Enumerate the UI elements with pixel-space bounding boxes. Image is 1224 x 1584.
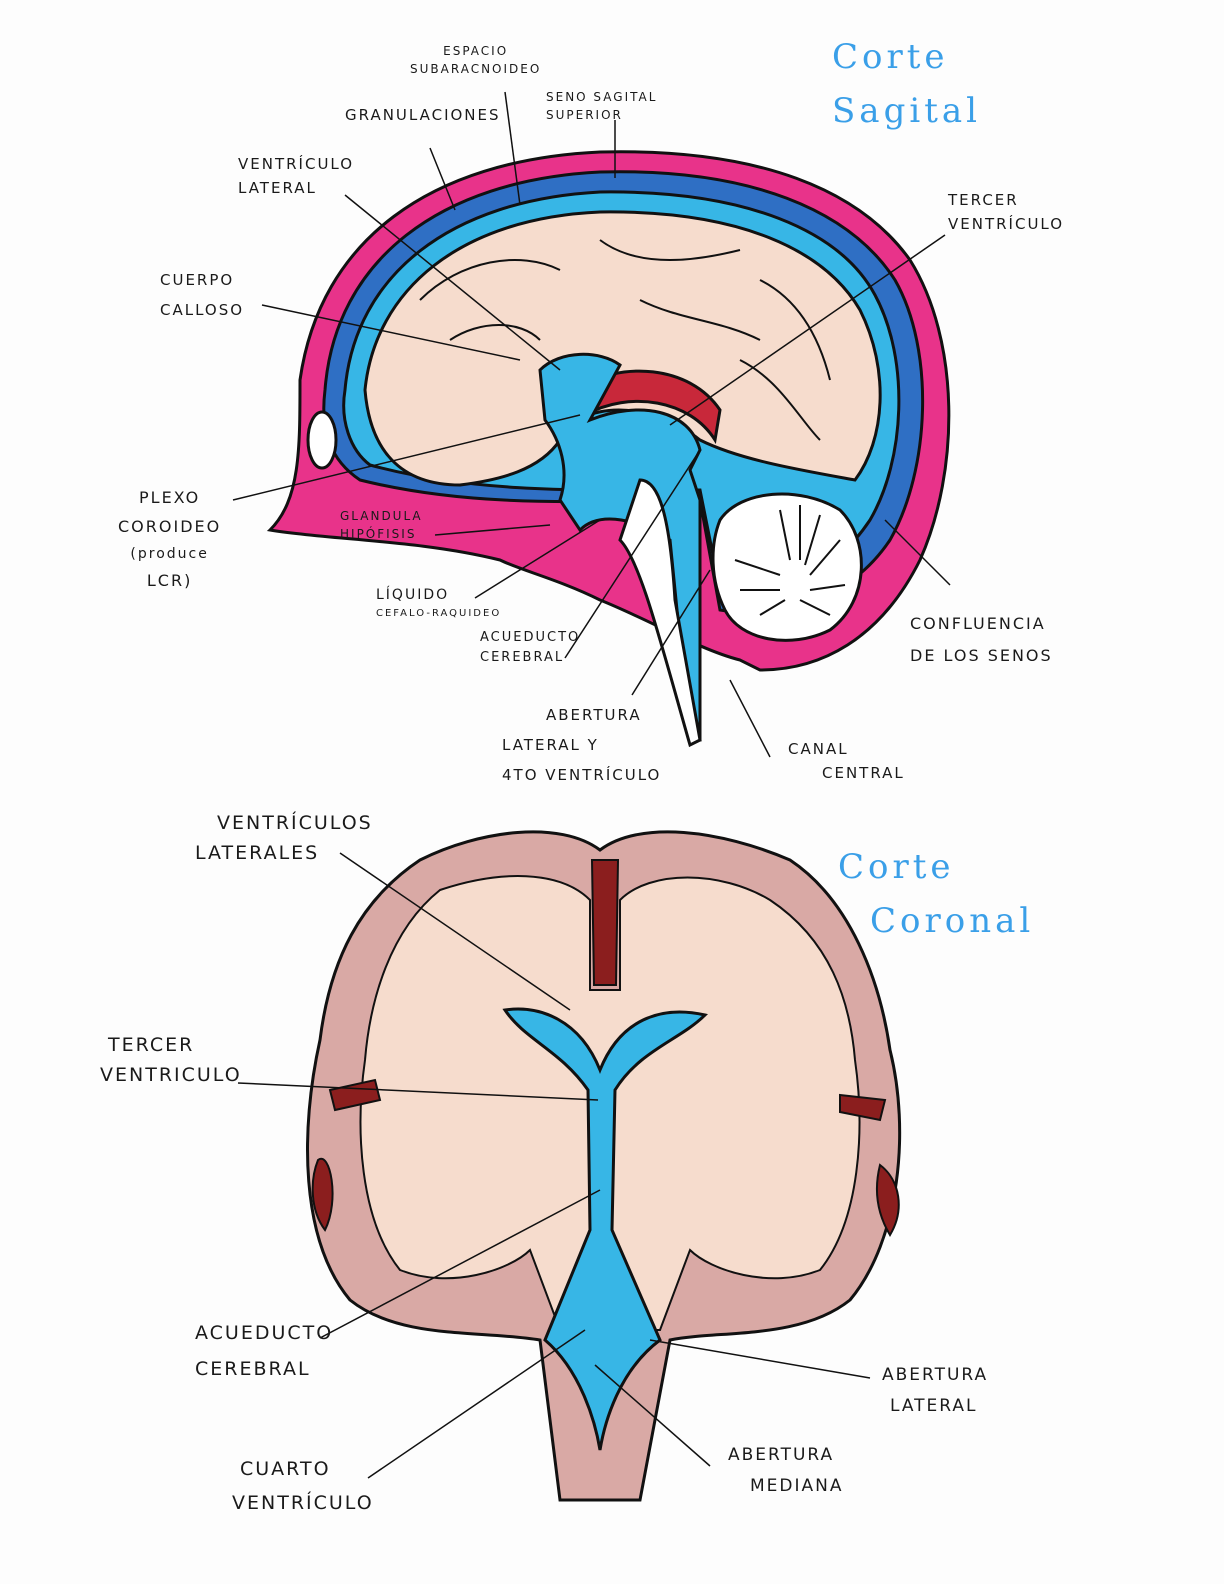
label-text: Cuarto xyxy=(240,1458,331,1480)
label-text: Tercer xyxy=(108,1034,195,1056)
label-text: Abertura xyxy=(882,1365,989,1385)
label-text: (produce xyxy=(130,545,209,562)
label-text: central xyxy=(822,764,905,782)
sagittal-section xyxy=(266,150,951,748)
label-text: lateral xyxy=(890,1395,978,1416)
label-text: ventriculo xyxy=(100,1064,242,1087)
cerebellum xyxy=(711,492,863,642)
label-text: superior xyxy=(546,108,623,122)
label-canal-central: Canal central xyxy=(788,737,905,785)
label-plexo-coroideo: Plexo coroideo (produce LCR) xyxy=(118,484,221,596)
gyri-lines xyxy=(419,239,831,441)
label-text: Subaracnoideo xyxy=(410,62,542,76)
label-liquido-cefalorraquideo: Líquido cefalo-raquideo xyxy=(376,585,501,621)
label-text: Abertura xyxy=(546,706,642,724)
label-tercer-ventriculo: Tercer ventrículo xyxy=(948,188,1064,236)
label-seno-sagital: Seno sagital superior xyxy=(546,88,657,124)
label-text: cerebral xyxy=(195,1358,311,1381)
coronal-title: Corte Coronal xyxy=(838,840,1034,949)
label-text: LCR) xyxy=(146,570,193,590)
label-cuarto-ventriculo: Cuarto ventrículo xyxy=(232,1452,374,1520)
label-text: Confluencia xyxy=(910,614,1046,633)
ventricles xyxy=(502,1007,708,1451)
label-text: Cuerpo xyxy=(160,271,235,289)
label-text: mediana xyxy=(750,1475,844,1496)
label-text: Ventrículo xyxy=(238,155,355,173)
label-text: cerebral xyxy=(480,649,565,665)
corpus-callosum xyxy=(573,369,722,445)
longitudinal-fissure xyxy=(590,859,620,986)
label-text: Abertura xyxy=(728,1445,835,1465)
label-text: Acueducto xyxy=(480,630,581,645)
label-text: calloso xyxy=(160,301,245,319)
label-text: 4to ventrículo xyxy=(502,766,662,784)
brainstem xyxy=(618,478,702,748)
label-text: ventrículo xyxy=(232,1492,374,1515)
label-espacio-subaracnoideo: Espacio Subaracnoideo xyxy=(410,42,541,78)
label-tercer-ventriculo-coronal: Tercer ventriculo xyxy=(100,1030,242,1091)
label-text: Acueducto xyxy=(195,1322,334,1344)
lateral-sulcus-left xyxy=(311,1078,382,1232)
label-text: Espacio xyxy=(443,44,509,58)
label-text: de los senos xyxy=(910,646,1053,665)
coronal-title-line2: Coronal xyxy=(870,901,1035,942)
label-text: coroideo xyxy=(118,516,222,536)
label-text: Canal xyxy=(788,740,849,758)
coronal-section xyxy=(306,830,902,1502)
label-text: Granulaciones xyxy=(345,106,501,124)
label-abertura-mediana: Abertura mediana xyxy=(728,1440,844,1501)
label-text: Líquido xyxy=(376,587,450,603)
label-acueducto-cerebral: Acueducto cerebral xyxy=(480,628,580,667)
occipital-gap xyxy=(306,410,338,470)
label-glandula-hipofisis: Glandula Hipófisis xyxy=(340,507,423,543)
label-ventriculos-laterales: Ventrículos laterales xyxy=(195,808,373,869)
label-abertura-lateral: Abertura lateral xyxy=(882,1360,988,1421)
label-text: lateral y xyxy=(502,736,599,754)
label-text: Plexo xyxy=(139,488,201,507)
pointer-lines xyxy=(232,91,951,1479)
label-confluencia-senos: Confluencia de los senos xyxy=(910,608,1053,672)
label-text: Glandula xyxy=(340,509,423,523)
label-text: lateral xyxy=(238,179,317,197)
sagittal-title-line1: Corte xyxy=(832,37,949,77)
cerebellum-folia xyxy=(734,505,846,616)
label-text: Tercer xyxy=(948,191,1019,209)
coronal-title-line1: Corte xyxy=(838,847,955,887)
label-text: Ventrículos xyxy=(217,812,373,834)
label-ventriculo-lateral: Ventrículo lateral xyxy=(238,152,354,200)
label-text: cefalo-raquideo xyxy=(376,608,502,619)
sagittal-title-line2: Sagital xyxy=(832,91,982,132)
label-granulaciones: Granulaciones xyxy=(345,103,501,127)
label-text: laterales xyxy=(195,842,320,865)
label-text: Hipófisis xyxy=(340,527,417,541)
cerebrum xyxy=(363,210,882,487)
ventricle xyxy=(538,352,702,742)
label-text: Seno sagital xyxy=(546,90,658,104)
label-text: ventrículo xyxy=(948,215,1065,233)
label-acueducto-cerebral-coronal: Acueducto cerebral xyxy=(195,1315,333,1387)
sagittal-title: Corte Sagital xyxy=(832,30,981,139)
lateral-sulcus-right xyxy=(839,1093,900,1237)
label-abertura-lateral-4to-ventriculo: Abertura lateral y 4to ventrículo xyxy=(502,700,661,790)
label-cuerpo-calloso: Cuerpo calloso xyxy=(160,265,244,325)
